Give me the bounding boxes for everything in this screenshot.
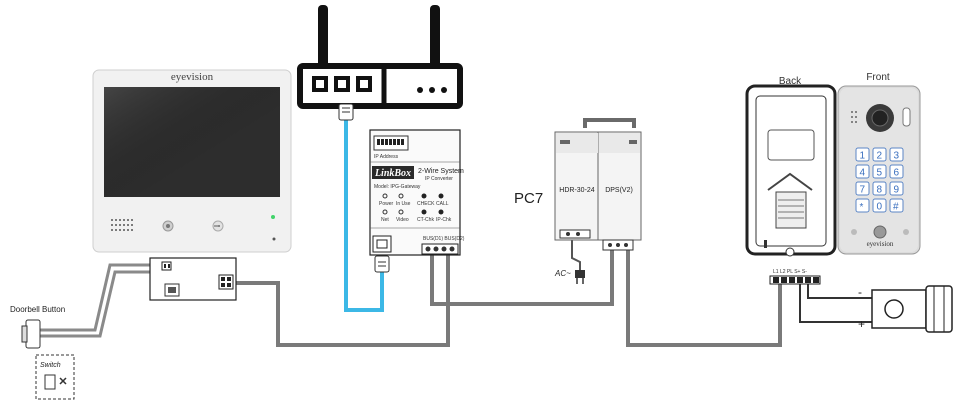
keypad-key[interactable]: 7 [860, 185, 866, 196]
gateway-leds-row2: Net Video CT-Chk IP-Chk [381, 209, 452, 223]
doorbell-wire [40, 263, 150, 332]
keypad-key[interactable]: 8 [877, 185, 883, 196]
door-station-brand: eyevision [867, 240, 894, 248]
switch-label: Switch [40, 362, 61, 369]
gateway-ip-label: IP Address [374, 154, 399, 160]
led-label: In Use [396, 201, 411, 207]
lock-wire [807, 282, 872, 299]
keypad-key[interactable]: * [860, 202, 864, 213]
router [297, 5, 463, 121]
psu-module-1: HDR-30-24 [559, 187, 595, 194]
keypad: 1 2 3 4 5 6 7 8 9 * 0 # [855, 147, 904, 213]
led-label: IP-Chk [436, 217, 452, 223]
gateway-bus-label: BUS(D1) BUS(D2) [423, 236, 465, 242]
gateway-logo: LinkBox [374, 168, 411, 179]
door-station-back [745, 84, 837, 257]
gateway-model: Model: IPG-Gateway [374, 184, 421, 190]
door-station: Back Front [745, 72, 921, 285]
mic-hole [272, 237, 276, 241]
keypad-key[interactable]: 9 [894, 185, 900, 196]
monitor-brand: eyevision [171, 71, 214, 83]
electric-lock: - + [858, 285, 953, 333]
ac-label: AC~ [554, 269, 571, 278]
call-button-icon[interactable] [873, 225, 887, 239]
rj45-plug-icon [374, 255, 390, 273]
lock-plus-label: + [858, 317, 865, 331]
lock-minus-label: - [858, 285, 862, 299]
terminal-labels: L1 L2 PL S+ S- [773, 269, 807, 275]
gateway-subtitle: IP Converter [425, 176, 453, 182]
keypad-key[interactable]: 2 [877, 151, 883, 162]
status-led [271, 215, 275, 219]
doorbell-label: Doorbell Button [10, 305, 65, 314]
door-station-terminal-block [769, 275, 821, 285]
keypad-key[interactable]: 6 [894, 168, 900, 179]
doorbell-button-icon [21, 319, 41, 349]
switch-icon [44, 374, 67, 390]
indoor-monitor: eyevision [92, 69, 292, 253]
bus-wire-door-station [626, 250, 782, 347]
speaker-grille [111, 219, 133, 231]
ac-plug-icon [575, 270, 585, 284]
bus-wire-gateway [430, 250, 614, 306]
led-label: CALL [436, 201, 449, 207]
led-label: Power [379, 201, 394, 207]
led-label: Net [381, 217, 389, 223]
bus-terminal [421, 243, 459, 255]
ip-gateway: IP Address LinkBox 2-Wire System IP Conv… [369, 129, 465, 273]
keypad-key[interactable]: 0 [877, 202, 883, 213]
lock-icon [871, 285, 953, 333]
back-label: Back [779, 76, 802, 87]
gateway-leds-row1: Power In Use CHECK CALL [379, 193, 449, 207]
keypad-key[interactable]: 4 [860, 168, 866, 179]
front-label: Front [866, 72, 890, 83]
rj45-plug-icon [338, 103, 354, 121]
power-supply: PC7 HDR-30-24 DPS(V2) AC~ [514, 131, 642, 284]
keypad-key[interactable]: 3 [894, 151, 900, 162]
wires [40, 118, 872, 347]
gateway-title: 2-Wire System [418, 168, 464, 175]
keypad-key[interactable]: # [893, 202, 899, 213]
led-label: CT-Chk [417, 217, 434, 223]
doorbell: Doorbell Button Switch [10, 305, 75, 400]
led-label: CHECK [417, 201, 435, 207]
door-station-front: 1 2 3 4 5 6 7 8 9 * 0 # eyevision [837, 85, 921, 255]
bus-wire-monitor [236, 252, 450, 347]
led-label: Video [396, 217, 409, 223]
monitor-interface-box [149, 257, 237, 301]
unlock-button-icon[interactable] [212, 220, 224, 232]
talk-button-icon[interactable] [162, 220, 174, 232]
keypad-key[interactable]: 5 [877, 168, 883, 179]
keypad-key[interactable]: 1 [860, 151, 866, 162]
ethernet-port-icon [372, 235, 392, 253]
network-cable [344, 118, 384, 312]
psu-module-2: DPS(V2) [605, 187, 633, 194]
power-supply-name: PC7 [514, 190, 543, 207]
